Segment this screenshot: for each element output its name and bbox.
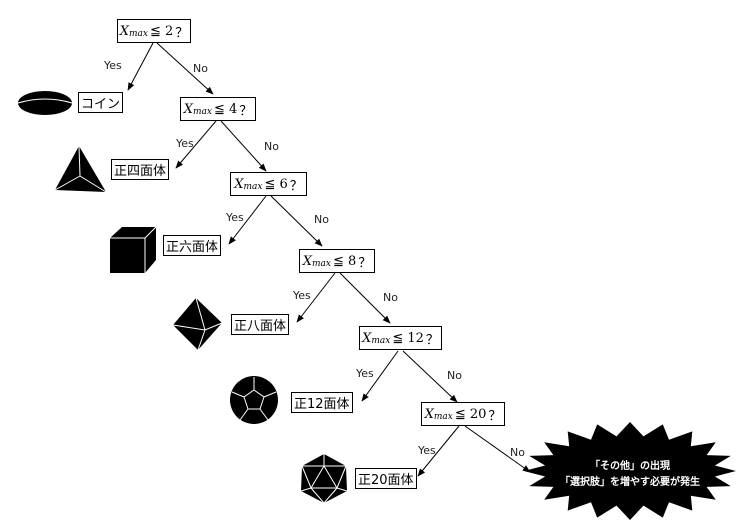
callout-line-1: 「その他」の出現 xyxy=(590,461,670,472)
threshold-value: 2 xyxy=(165,23,174,39)
yes-label-5: Yes xyxy=(356,367,374,380)
no-label-2: No xyxy=(264,140,279,153)
question-mark: ？ xyxy=(425,332,439,348)
yes-arrow-2 xyxy=(175,120,217,169)
variable-subscript: max xyxy=(433,412,453,422)
variable-symbol: X xyxy=(362,330,372,346)
yes-label-4: Yes xyxy=(293,289,311,302)
yes-label-3: Yes xyxy=(226,211,244,224)
no-label-4: No xyxy=(383,291,398,304)
yes-label-6: Yes xyxy=(418,444,436,457)
threshold-value: 20 xyxy=(469,406,487,422)
no-arrow-4 xyxy=(339,272,391,324)
yes-arrow-1 xyxy=(127,42,154,91)
tetrahedron-icon xyxy=(54,145,107,193)
dodecahedron-icon xyxy=(230,376,278,424)
question-mark: ？ xyxy=(488,408,502,424)
variable-symbol: X xyxy=(183,101,193,117)
other-outcome-callout: 「その他」の出現 「選択肢」を増やす必要が発生 xyxy=(530,459,730,491)
cube-icon xyxy=(110,226,157,273)
variable-symbol: X xyxy=(119,23,129,39)
result-icosahedron: 正20面体 xyxy=(355,468,417,489)
question-mark: ？ xyxy=(175,25,189,41)
result-dodecahedron: 正12面体 xyxy=(291,392,353,413)
result-octahedron: 正八面体 xyxy=(231,314,290,335)
octahedron-icon xyxy=(172,297,223,351)
variable-subscript: max xyxy=(311,259,331,269)
question-mark: ？ xyxy=(289,178,303,194)
no-label-5: No xyxy=(447,369,462,382)
variable-subscript: max xyxy=(192,107,212,117)
callout-line-2: 「選択肢」を増やす必要が発生 xyxy=(560,477,700,488)
question-mark: ？ xyxy=(358,255,372,271)
question-mark: ？ xyxy=(239,103,253,119)
yes-label-2: Yes xyxy=(176,137,194,150)
operator-symbol: ≦ xyxy=(332,253,344,269)
operator-symbol: ≦ xyxy=(213,101,225,117)
speech-burst-icon xyxy=(524,422,736,520)
operator-symbol: ≦ xyxy=(149,23,161,39)
icosahedron-icon xyxy=(300,454,348,504)
yes-arrow-3 xyxy=(228,195,267,245)
variable-subscript: max xyxy=(243,182,263,192)
yes-arrow-6 xyxy=(417,425,460,477)
coin-icon xyxy=(17,91,73,115)
threshold-value: 8 xyxy=(348,253,357,269)
operator-symbol: ≦ xyxy=(392,330,404,346)
variable-symbol: X xyxy=(234,176,244,192)
threshold-value: 6 xyxy=(279,176,288,192)
no-label-6: No xyxy=(510,446,525,459)
variable-symbol: X xyxy=(302,253,312,269)
result-coin: コイン xyxy=(78,92,124,113)
yes-label-1: Yes xyxy=(104,59,122,72)
variable-subscript: max xyxy=(128,29,148,39)
operator-symbol: ≦ xyxy=(264,176,276,192)
result-hexahedron: 正六面体 xyxy=(163,235,222,256)
variable-subscript: max xyxy=(371,336,391,346)
no-arrow-2 xyxy=(220,120,267,172)
yes-arrow-5 xyxy=(361,350,399,402)
no-label-3: No xyxy=(314,213,329,226)
no-arrow-1 xyxy=(156,42,214,95)
threshold-value: 4 xyxy=(229,101,238,117)
yes-arrow-4 xyxy=(296,272,336,323)
result-tetrahedron: 正四面体 xyxy=(111,159,170,180)
variable-symbol: X xyxy=(424,406,434,422)
operator-symbol: ≦ xyxy=(454,406,466,422)
no-arrow-6 xyxy=(464,425,531,473)
threshold-value: 12 xyxy=(407,330,424,346)
no-label-1: No xyxy=(193,62,208,75)
no-arrow-3 xyxy=(270,195,323,247)
no-arrow-5 xyxy=(402,350,458,403)
